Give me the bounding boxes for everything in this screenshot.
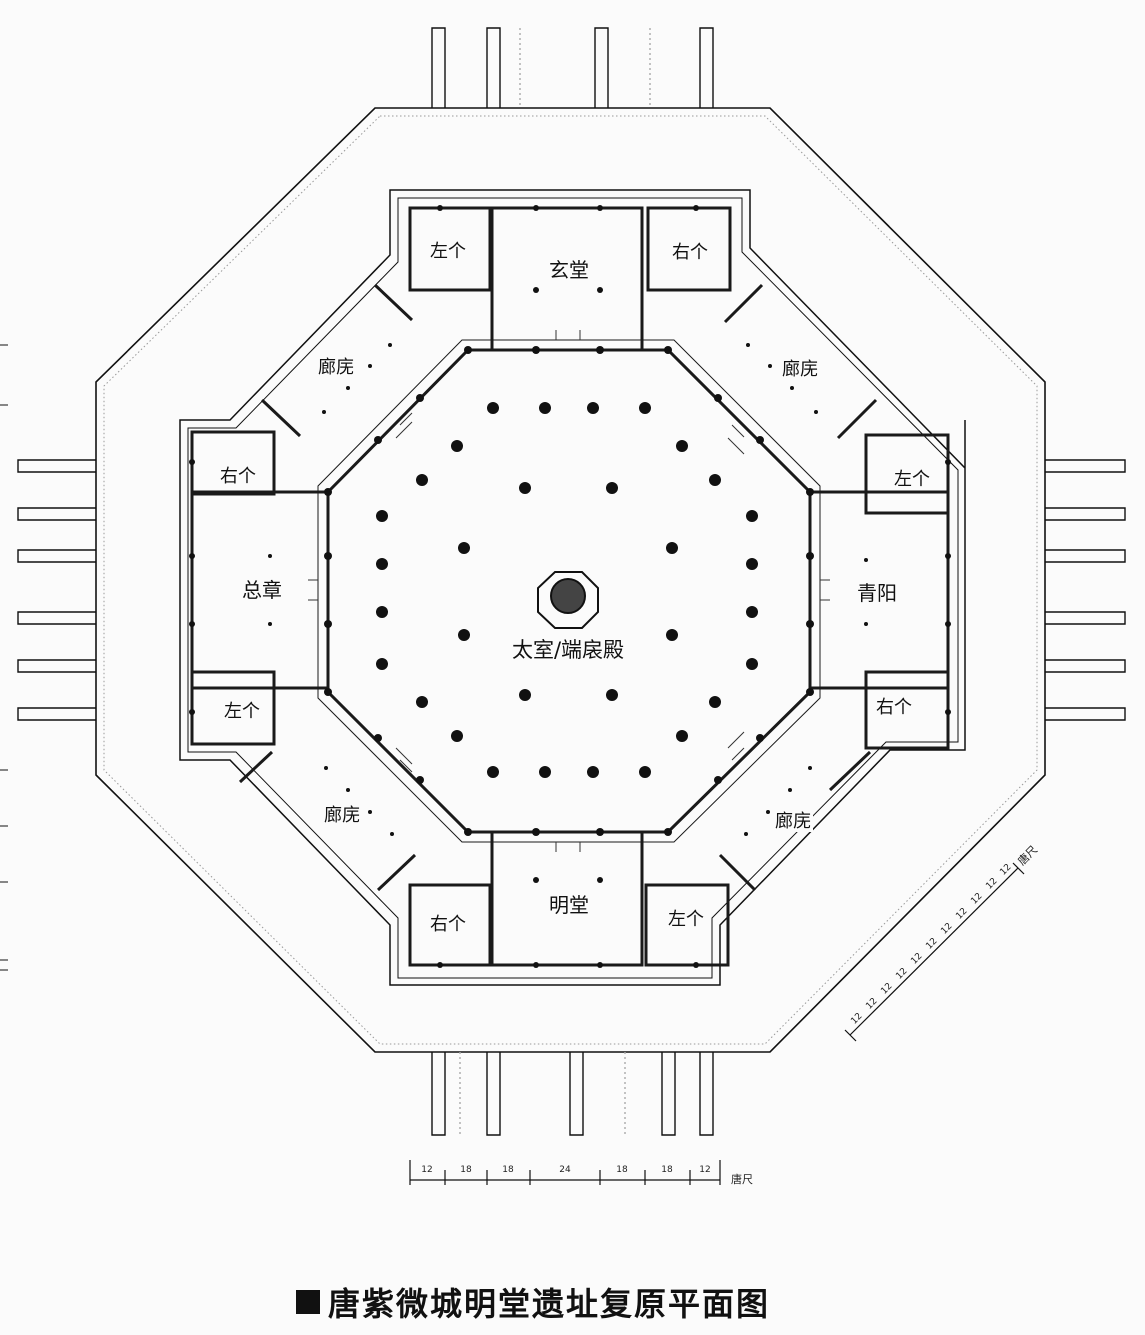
ramps-east — [1045, 459, 1126, 721]
hall-column — [606, 689, 618, 701]
outer-platform-edge — [95, 107, 1046, 1053]
hall-column — [587, 766, 599, 778]
building-outline — [179, 189, 966, 986]
hall-column — [746, 510, 758, 522]
hall-column — [458, 542, 470, 554]
scale-bar-diagonal — [844, 862, 1025, 1042]
building-outline-inner — [187, 197, 959, 979]
hall-column — [487, 766, 499, 778]
doors — [308, 330, 830, 852]
corner-chambers — [190, 206, 950, 967]
hall-column — [676, 440, 688, 452]
hall-column — [666, 629, 678, 641]
scale-bottom-seg-3: 18 — [502, 1165, 514, 1175]
scale-bottom-seg-4: 24 — [559, 1165, 571, 1175]
hall-column — [639, 766, 651, 778]
caption-square-mark — [296, 1290, 320, 1314]
ramps-west — [17, 459, 96, 721]
hall-column — [587, 402, 599, 414]
label-east-left-chamber: 左个 — [892, 469, 932, 490]
label-south-left-chamber: 左个 — [666, 909, 706, 930]
label-west-right-chamber: 右个 — [218, 466, 258, 487]
hall-column — [639, 402, 651, 414]
hall-column — [539, 766, 551, 778]
edge-ticks — [0, 344, 8, 971]
hall-column — [376, 606, 388, 618]
figure-caption: 唐紫微城明堂遗址复原平面图 — [296, 1282, 771, 1323]
hall-column — [746, 658, 758, 670]
label-corridor-nw: 廊庑 — [316, 357, 356, 378]
label-north-right-chamber: 右个 — [670, 242, 710, 263]
hall-columns — [376, 402, 758, 778]
hall-column — [487, 402, 499, 414]
side-halls — [190, 206, 950, 967]
scale-bottom-seg-1: 12 — [421, 1165, 433, 1175]
scale-bottom-unit: 唐尺 — [731, 1173, 753, 1186]
hall-column — [539, 402, 551, 414]
label-zongzhang: 总章 — [240, 578, 284, 602]
hall-column — [376, 558, 388, 570]
ramps-south — [431, 1052, 714, 1136]
label-mingtang: 明堂 — [547, 893, 591, 917]
central-pillar — [537, 571, 599, 629]
label-taishi: 太室/端扆殿 — [511, 638, 625, 662]
scale-bar-bottom — [409, 1160, 721, 1185]
wall-columns — [189, 205, 951, 968]
hall-column — [709, 696, 721, 708]
hall-column — [376, 510, 388, 522]
hall-column — [458, 629, 470, 641]
label-corridor-sw: 廊庑 — [322, 805, 362, 826]
label-xuantang: 玄堂 — [547, 258, 591, 282]
ramps-north — [431, 27, 714, 108]
hall-column — [746, 558, 758, 570]
hall-column — [451, 730, 463, 742]
hall-column — [676, 730, 688, 742]
scale-bottom-seg-7: 12 — [699, 1165, 711, 1175]
hall-column — [666, 542, 678, 554]
scale-bottom-seg-5: 18 — [616, 1165, 628, 1175]
corridor-partitions — [238, 283, 878, 892]
hall-column — [746, 606, 758, 618]
label-qingyang: 青阳 — [855, 581, 899, 605]
scale-bottom-seg-6: 18 — [661, 1165, 673, 1175]
label-corridor-se: 廊庑 — [773, 811, 813, 832]
label-south-right-chamber: 右个 — [428, 914, 468, 935]
label-east-right-chamber: 右个 — [874, 697, 914, 718]
hall-column — [519, 689, 531, 701]
hall-column — [376, 658, 388, 670]
central-hall-outer-ring — [317, 339, 821, 843]
hall-column — [416, 696, 428, 708]
hall-column — [606, 482, 618, 494]
hall-column — [709, 474, 721, 486]
corridor-posts — [268, 287, 868, 883]
label-corridor-ne: 廊庑 — [780, 359, 820, 380]
hall-column — [519, 482, 531, 494]
scale-bottom-seg-2: 18 — [460, 1165, 472, 1175]
hall-column — [416, 474, 428, 486]
label-west-left-chamber: 左个 — [222, 701, 262, 722]
outer-platform-inner-edge — [103, 115, 1038, 1045]
hall-column — [451, 440, 463, 452]
floor-plan — [0, 27, 1126, 1185]
label-north-left-chamber: 左个 — [428, 241, 468, 262]
caption-text: 唐紫微城明堂遗址复原平面图 — [328, 1285, 771, 1323]
